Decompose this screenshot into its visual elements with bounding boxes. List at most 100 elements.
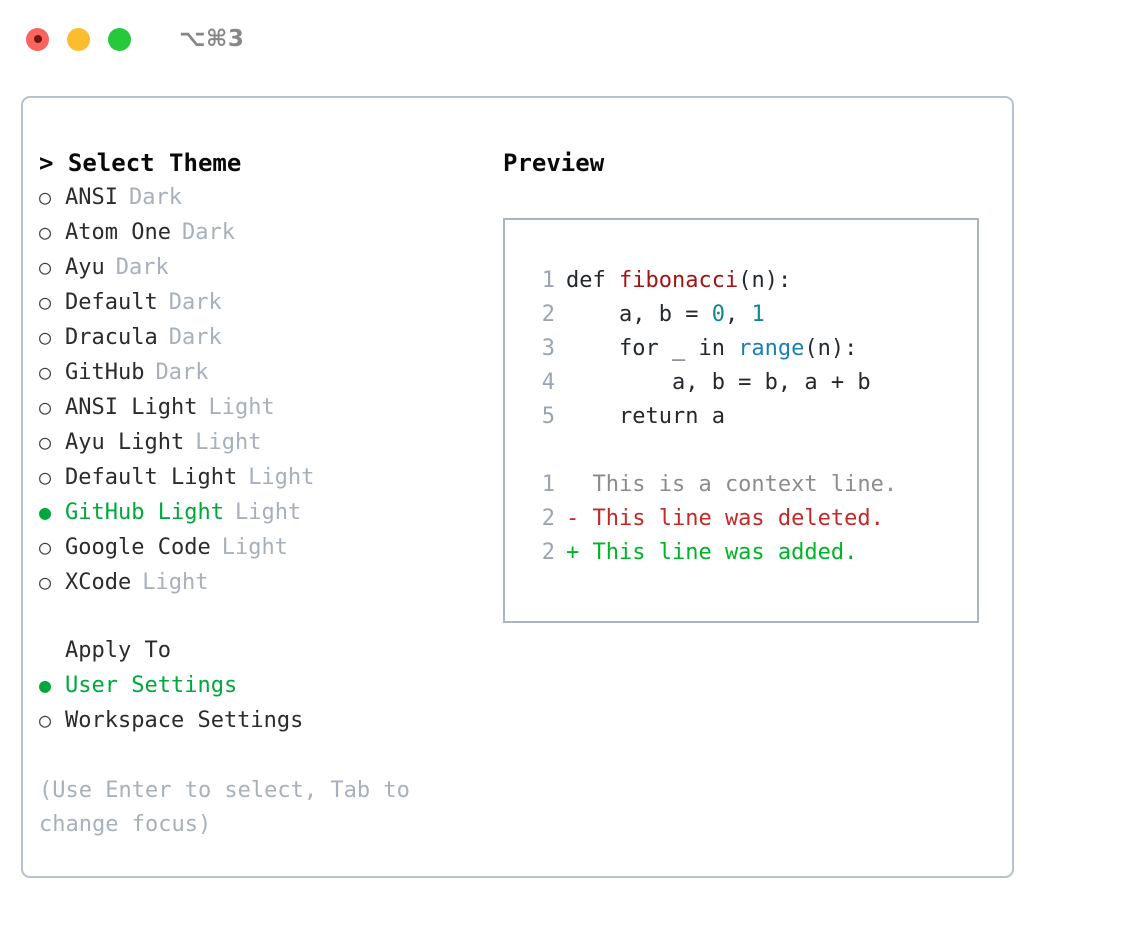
code-token-plain: (n): <box>738 268 792 293</box>
radio-selected-icon: ● <box>39 673 52 697</box>
theme-option-label: Ayu <box>65 255 105 280</box>
apply-to-heading: Apply To <box>65 638 171 663</box>
theme-option-label: Google Code <box>65 535 211 560</box>
radio-unselected-icon: ○ <box>39 255 52 279</box>
theme-option-default[interactable]: ○ Default Dark <box>39 285 479 320</box>
theme-variant-badge: Light <box>248 465 315 490</box>
theme-variant-badge: Light <box>142 570 209 595</box>
theme-option-xcode[interactable]: ○ XCode Light <box>39 565 479 600</box>
apply-to-options: ● User Settings ○Workspace Settings <box>39 668 479 738</box>
code-line: 1 def fibonacci(n): <box>527 264 977 298</box>
preview-title: Preview <box>503 149 605 177</box>
theme-variant-badge: Dark <box>128 185 182 210</box>
diff-line-del: 2 - This line was deleted. <box>527 502 977 536</box>
radio-unselected-icon: ○ <box>39 290 52 314</box>
radio-unselected-icon: ○ <box>39 535 52 559</box>
code-line: 5 return a <box>527 400 977 434</box>
theme-variant-badge: Light <box>195 430 262 455</box>
diff-line-number: 2 <box>541 540 555 565</box>
theme-variant-badge: Light <box>221 535 288 560</box>
theme-option-default-light[interactable]: ○ Default Light Light <box>39 460 479 495</box>
theme-option-label: ANSI Light <box>65 395 198 420</box>
line-number: 3 <box>541 336 555 361</box>
list-spacer <box>39 600 479 634</box>
radio-unselected-icon: ○ <box>39 185 52 209</box>
code-line-content: return a <box>566 400 725 434</box>
code-token-plain: a, b = b, a + b <box>566 370 871 395</box>
code-token-plain: (n): <box>804 336 858 361</box>
close-window-button[interactable] <box>26 27 49 51</box>
code-line-content: a, b = b, a + b <box>566 366 871 400</box>
radio-unselected-icon: ○ <box>39 325 52 349</box>
theme-variant-badge: Dark <box>155 360 209 385</box>
code-token-plain: for _ in <box>566 336 739 361</box>
line-number: 5 <box>541 404 555 429</box>
code-token-plain: def <box>566 268 619 293</box>
radio-unselected-icon: ○ <box>39 220 52 244</box>
theme-option-label: GitHub Light <box>65 500 224 525</box>
line-number: 2 <box>541 302 555 327</box>
apply-to-option-label: User Settings <box>65 673 238 698</box>
radio-selected-icon: ● <box>39 500 52 524</box>
diff-sample: 1 This is a context line. 2 - This line wa… <box>527 468 977 570</box>
radio-unselected-icon: ○ <box>39 430 52 454</box>
code-line-content: def fibonacci(n): <box>566 264 791 298</box>
diff-line-add: 2+ This line was added. <box>527 536 977 570</box>
theme-option-google-code[interactable]: ○ Google Code Light <box>39 530 479 565</box>
diff-line-content: - This line was deleted. <box>566 506 884 531</box>
line-number: 4 <box>541 370 555 395</box>
radio-unselected-icon: ○ <box>39 465 52 489</box>
code-token-plain: return a <box>566 404 725 429</box>
theme-variant-badge: Dark <box>168 290 222 315</box>
theme-option-label: Default <box>65 290 158 315</box>
code-token-fn: fibonacci <box>618 268 739 293</box>
minimize-window-button[interactable] <box>67 27 90 51</box>
code-token-num: 0 <box>711 302 725 327</box>
diff-line-number: 1 <box>541 472 555 497</box>
zoom-window-button[interactable] <box>108 27 131 51</box>
code-token-plain: a, b = <box>566 302 712 327</box>
diff-line-number: 2 <box>541 506 555 531</box>
code-line-content: a, b = 0, 1 <box>566 298 765 332</box>
radio-unselected-icon: ○ <box>39 360 52 384</box>
theme-variant-badge: Dark <box>181 220 235 245</box>
diff-line-context: 1 This is a context line. <box>527 468 977 502</box>
code-line: 3 for _ in range(n): <box>527 332 977 366</box>
code-blank-line <box>527 434 977 468</box>
radio-unselected-icon: ○ <box>39 708 52 732</box>
theme-option-label: Dracula <box>65 325 158 350</box>
code-token-plain: , <box>724 302 752 327</box>
select-theme-title: > Select Theme <box>39 149 242 177</box>
apply-to-option-workspace-settings[interactable]: ○Workspace Settings <box>39 703 479 738</box>
window-controls <box>26 27 131 51</box>
radio-unselected-icon: ○ <box>39 570 52 594</box>
theme-option-ansi[interactable]: ○ ANSI Dark <box>39 180 479 215</box>
title-bar: ⌥⌘3 <box>0 0 1140 78</box>
line-number: 1 <box>541 268 555 293</box>
diff-line-content: This is a context line. <box>566 472 898 497</box>
apply-to-option-user-settings[interactable]: ● User Settings <box>39 668 479 703</box>
theme-option-label: XCode <box>65 570 132 595</box>
theme-option-github[interactable]: ○ GitHub Dark <box>39 355 479 390</box>
code-line: 4 a, b = b, a + b <box>527 366 977 400</box>
code-line: 2 a, b = 0, 1 <box>527 298 977 332</box>
code-line-content: for _ in range(n): <box>566 332 857 366</box>
theme-option-label: ANSI <box>65 185 118 210</box>
theme-option-atom-one[interactable]: ○ Atom One Dark <box>39 215 479 250</box>
theme-option-label: Default Light <box>65 465 238 490</box>
theme-option-label: Atom One <box>65 220 171 245</box>
theme-option-label: GitHub <box>65 360 145 385</box>
code-token-call: range <box>738 336 805 361</box>
